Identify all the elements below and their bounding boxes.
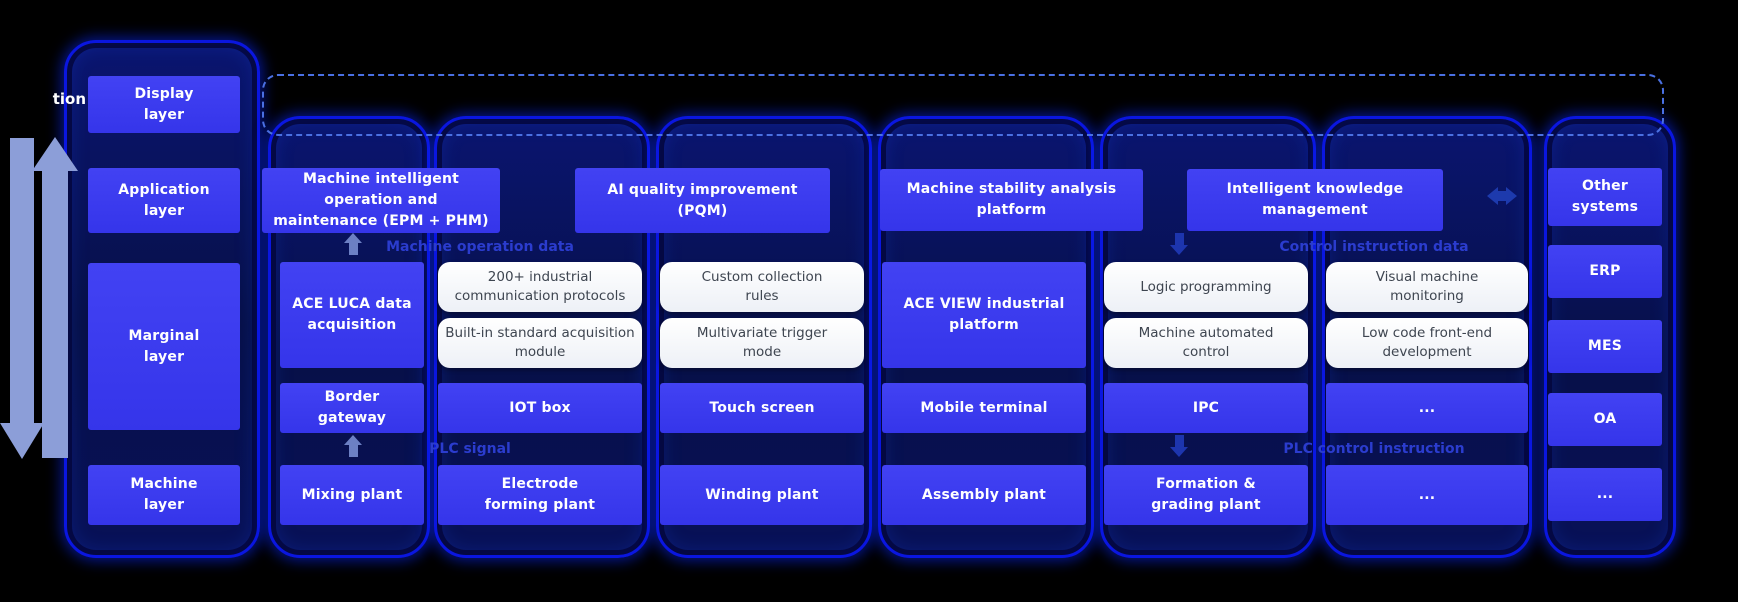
app-stability-platform: Machine stability analysis platform bbox=[880, 169, 1143, 231]
label-machine-operation-data: Machine operation data bbox=[386, 239, 574, 255]
machine-formation-grading-plant: Formation & grading plant bbox=[1104, 465, 1308, 525]
edge-card-automated-control: Machine automated control bbox=[1104, 318, 1308, 368]
other-systems-title: Other systems bbox=[1548, 168, 1662, 226]
machine-more: ... bbox=[1326, 465, 1528, 525]
edge-card-lowcode: Low code front-end development bbox=[1326, 318, 1528, 368]
machine-assembly-plant: Assembly plant bbox=[882, 465, 1086, 525]
clipped-side-label: tion bbox=[52, 90, 86, 108]
other-systems-more: ... bbox=[1548, 468, 1662, 521]
gw-more: ... bbox=[1326, 383, 1528, 433]
data-up-arrow-head bbox=[32, 137, 78, 171]
app-epm-phm: Machine intelligent operation and mainte… bbox=[262, 168, 500, 233]
label-plc-signal: PLC signal bbox=[429, 441, 511, 457]
data-down-arrow bbox=[10, 138, 34, 423]
gw-mobile-terminal: Mobile terminal bbox=[882, 383, 1086, 433]
down-arrow-icon bbox=[1170, 435, 1188, 457]
edge-card-logic-programming: Logic programming bbox=[1104, 262, 1308, 312]
app-pqm: AI quality improvement (PQM) bbox=[575, 168, 830, 233]
edge-ace-luca: ACE LUCA data acquisition bbox=[280, 262, 424, 368]
up-arrow-icon bbox=[344, 233, 362, 255]
app-knowledge-management: Intelligent knowledge management bbox=[1187, 169, 1443, 231]
systems-link-arrow bbox=[1487, 187, 1517, 205]
label-plc-control-instruction: PLC control instruction bbox=[1283, 441, 1465, 457]
machine-electrode-forming-plant: Electrode forming plant bbox=[438, 465, 642, 525]
edge-card-visual-monitoring: Visual machine monitoring bbox=[1326, 262, 1528, 312]
machine-winding-plant: Winding plant bbox=[660, 465, 864, 525]
edge-card-builtin-module: Built-in standard acquisition module bbox=[438, 318, 642, 368]
gw-iot-box: IOT box bbox=[438, 383, 642, 433]
gw-ipc: IPC bbox=[1104, 383, 1308, 433]
display-layer-span-outline bbox=[262, 74, 1664, 136]
layer-application: Application layer bbox=[88, 168, 240, 233]
edge-card-custom-rules: Custom collection rules bbox=[660, 262, 864, 312]
other-systems-erp: ERP bbox=[1548, 245, 1662, 298]
edge-ace-view: ACE VIEW industrial platform bbox=[882, 262, 1086, 368]
label-control-instruction-data: Control instruction data bbox=[1279, 239, 1469, 255]
edge-card-protocols: 200+ industrial communication protocols bbox=[438, 262, 642, 312]
edge-card-multivariate: Multivariate trigger mode bbox=[660, 318, 864, 368]
layer-marginal: Marginal layer bbox=[88, 263, 240, 430]
other-systems-oa: OA bbox=[1548, 393, 1662, 446]
layer-display: Display layer bbox=[88, 76, 240, 133]
layer-machine: Machine layer bbox=[88, 465, 240, 525]
data-down-arrow-head bbox=[0, 423, 44, 459]
down-arrow-icon bbox=[1170, 233, 1188, 255]
up-arrow-icon bbox=[344, 435, 362, 457]
data-up-arrow bbox=[42, 170, 68, 458]
other-systems-mes: MES bbox=[1548, 320, 1662, 373]
gw-border-gateway: Border gateway bbox=[280, 383, 424, 433]
gw-touch-screen: Touch screen bbox=[660, 383, 864, 433]
machine-mixing-plant: Mixing plant bbox=[280, 465, 424, 525]
